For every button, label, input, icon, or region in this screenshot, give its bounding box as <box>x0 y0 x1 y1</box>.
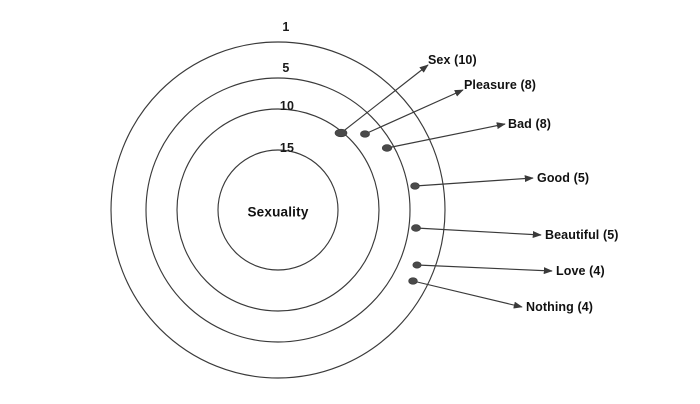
node-label-love: Love (4) <box>556 264 605 278</box>
node-dot-bad[interactable] <box>381 144 393 152</box>
node-dot-pleasure[interactable] <box>360 130 370 138</box>
leader-line-sex <box>340 64 429 134</box>
node-dot-good[interactable] <box>410 182 420 190</box>
ring-15 <box>217 149 339 271</box>
node-label-nothing: Nothing (4) <box>526 300 594 314</box>
node-label-bad: Bad (8) <box>508 117 552 131</box>
node-dot-love[interactable] <box>412 261 422 269</box>
ring-group <box>110 41 446 379</box>
core-concept-label: Sexuality <box>247 204 309 220</box>
leader-line-pleasure <box>364 89 464 135</box>
node-dot-sex[interactable] <box>334 128 348 138</box>
node-label-sex: Sex (10) <box>428 53 477 67</box>
leader-line-group <box>340 64 553 309</box>
node-dot-group <box>334 128 422 285</box>
ring-tick-label-1: 1 <box>282 20 290 34</box>
leader-line-love <box>416 264 553 275</box>
leader-line-good <box>414 175 534 187</box>
leader-line-beautiful <box>415 227 542 239</box>
node-label-pleasure: Pleasure (8) <box>464 78 537 92</box>
leader-line-bad <box>386 122 506 149</box>
ring-tick-label-15: 15 <box>279 141 295 155</box>
ring-1 <box>110 41 446 379</box>
node-dot-nothing[interactable] <box>408 277 418 285</box>
ring-5 <box>145 77 411 343</box>
ring-tick-label-10: 10 <box>279 99 295 113</box>
node-label-beautiful: Beautiful (5) <box>545 228 619 242</box>
node-dot-beautiful[interactable] <box>411 224 421 232</box>
node-label-good: Good (5) <box>537 171 590 185</box>
ring-10 <box>176 108 380 312</box>
leader-line-nothing <box>412 280 523 309</box>
ring-tick-label-5: 5 <box>282 61 290 75</box>
